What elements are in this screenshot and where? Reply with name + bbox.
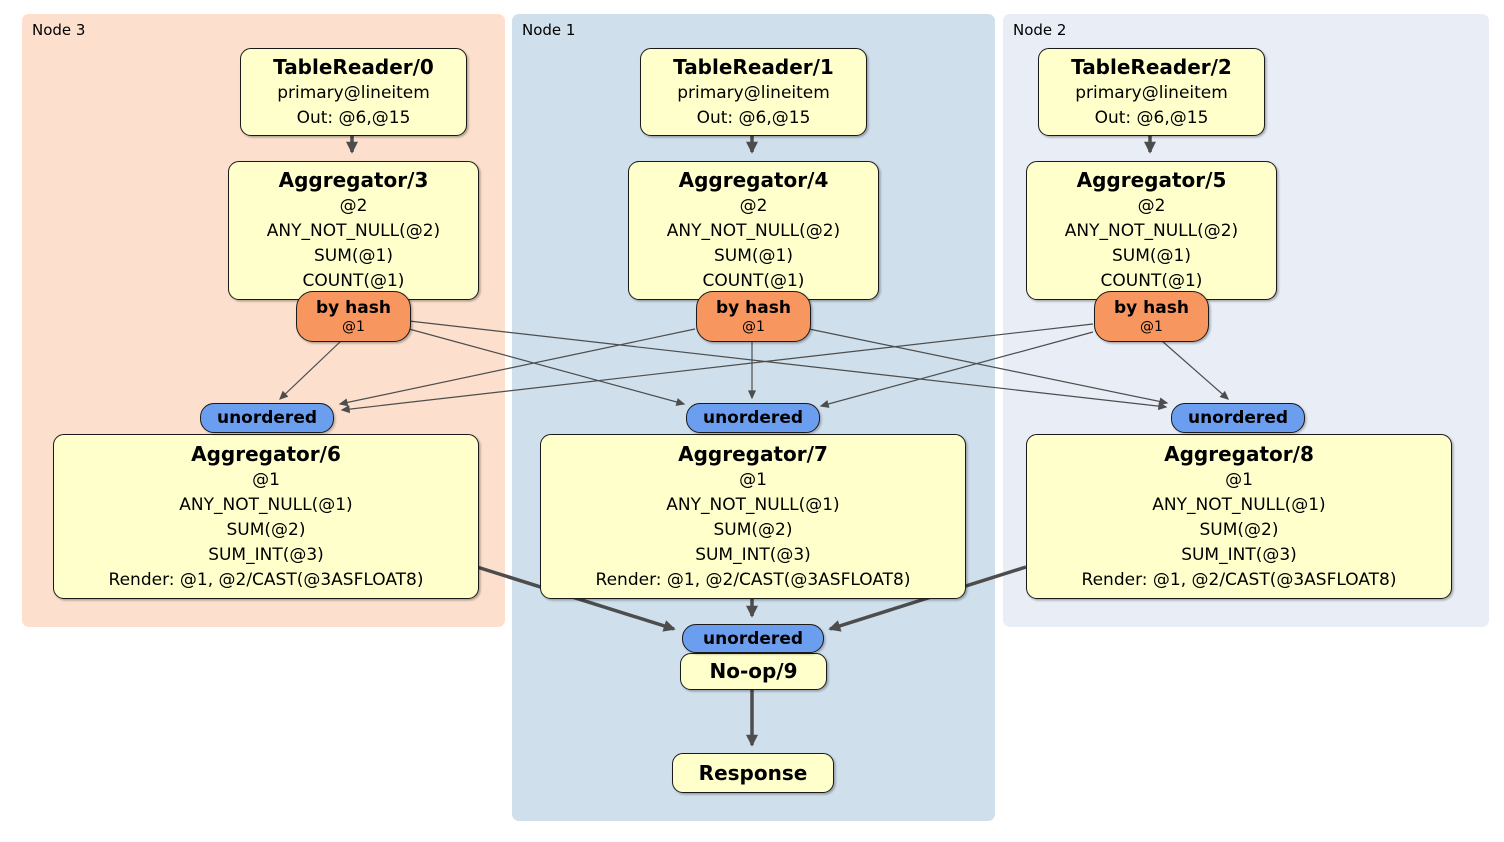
processor-detail: @1	[252, 469, 280, 490]
processor-detail: ANY_NOT_NULL(@2)	[1064, 221, 1239, 241]
processor-detail: ANY_NOT_NULL(@2)	[266, 221, 441, 241]
processor-detail: @2	[739, 196, 768, 216]
processor-detail: @1	[739, 469, 767, 490]
processor-title: No-op/9	[709, 659, 798, 683]
processor-tablereader-0: TableReader/0 primary@lineitem Out: @6,@…	[240, 48, 467, 136]
processor-detail: SUM_INT(@3)	[695, 544, 811, 565]
processor-tablereader-1: TableReader/1 primary@lineitem Out: @6,@…	[640, 48, 867, 136]
processor-detail: SUM(@2)	[713, 519, 793, 540]
processor-detail: primary@lineitem	[677, 82, 830, 103]
stream-unordered-9: unordered	[682, 624, 824, 653]
processor-detail: @2	[339, 196, 368, 216]
stream-unordered-8: unordered	[1171, 403, 1305, 433]
stream-label: unordered	[216, 408, 318, 428]
processor-detail: COUNT(@1)	[702, 271, 805, 291]
processor-detail: SUM(@2)	[226, 519, 306, 540]
processor-detail: SUM(@1)	[1112, 246, 1191, 266]
processor-title: Aggregator/3	[278, 168, 429, 192]
processor-detail: ANY_NOT_NULL(@2)	[666, 221, 841, 241]
processor-detail: Render: @1, @2/CAST(@3ASFLOAT8)	[1081, 569, 1397, 590]
processor-detail: Out: @6,@15	[1094, 107, 1209, 128]
node-3-label: Node 3	[32, 21, 86, 39]
processor-detail: primary@lineitem	[1075, 82, 1228, 103]
processor-aggregator-6: Aggregator/6 @1 ANY_NOT_NULL(@1) SUM(@2)…	[53, 434, 479, 599]
router-columns: @1	[1140, 319, 1163, 335]
processor-aggregator-4: Aggregator/4 @2 ANY_NOT_NULL(@2) SUM(@1)…	[628, 161, 879, 300]
router-label: by hash	[1114, 298, 1189, 318]
processor-detail: SUM(@1)	[714, 246, 793, 266]
router-columns: @1	[342, 319, 365, 335]
processor-title: TableReader/1	[673, 54, 834, 79]
processor-title: Aggregator/7	[678, 441, 828, 466]
processor-tablereader-2: TableReader/2 primary@lineitem Out: @6,@…	[1038, 48, 1265, 136]
processor-detail: @2	[1137, 196, 1166, 216]
processor-detail: Out: @6,@15	[296, 107, 411, 128]
processor-detail: Out: @6,@15	[696, 107, 811, 128]
processor-title: Aggregator/4	[678, 168, 829, 192]
processor-detail: COUNT(@1)	[302, 271, 405, 291]
processor-detail: ANY_NOT_NULL(@1)	[179, 494, 353, 515]
router-byhash-3: by hash @1	[296, 291, 411, 342]
stream-label: unordered	[702, 628, 804, 649]
node-2-label: Node 2	[1013, 21, 1067, 39]
stream-label: unordered	[1187, 408, 1289, 428]
processor-detail: Render: @1, @2/CAST(@3ASFLOAT8)	[108, 569, 424, 590]
router-label: by hash	[316, 298, 391, 318]
router-byhash-4: by hash @1	[696, 291, 811, 342]
router-columns: @1	[742, 319, 765, 335]
processor-title: TableReader/0	[273, 54, 434, 79]
processor-aggregator-3: Aggregator/3 @2 ANY_NOT_NULL(@2) SUM(@1)…	[228, 161, 479, 300]
processor-title: Aggregator/8	[1164, 441, 1314, 466]
processor-title: Aggregator/5	[1076, 168, 1227, 192]
stream-unordered-6: unordered	[200, 403, 334, 433]
processor-detail: Render: @1, @2/CAST(@3ASFLOAT8)	[595, 569, 911, 590]
processor-aggregator-7: Aggregator/7 @1 ANY_NOT_NULL(@1) SUM(@2)…	[540, 434, 966, 599]
stream-unordered-7: unordered	[686, 403, 820, 433]
processor-detail: SUM_INT(@3)	[1181, 544, 1297, 565]
processor-detail: SUM(@2)	[1199, 519, 1279, 540]
processor-noop-9: No-op/9	[680, 653, 827, 690]
processor-detail: ANY_NOT_NULL(@1)	[666, 494, 840, 515]
processor-detail: SUM(@1)	[314, 246, 393, 266]
processor-response: Response	[672, 753, 834, 793]
processor-title: TableReader/2	[1071, 54, 1232, 79]
processor-detail: SUM_INT(@3)	[208, 544, 324, 565]
processor-detail: ANY_NOT_NULL(@1)	[1152, 494, 1326, 515]
stream-label: unordered	[702, 408, 804, 428]
processor-aggregator-5: Aggregator/5 @2 ANY_NOT_NULL(@2) SUM(@1)…	[1026, 161, 1277, 300]
node-1-label: Node 1	[522, 21, 576, 39]
processor-title: Aggregator/6	[191, 441, 341, 466]
processor-aggregator-8: Aggregator/8 @1 ANY_NOT_NULL(@1) SUM(@2)…	[1026, 434, 1452, 599]
router-label: by hash	[716, 298, 791, 318]
processor-detail: primary@lineitem	[277, 82, 430, 103]
processor-detail: COUNT(@1)	[1100, 271, 1203, 291]
router-byhash-5: by hash @1	[1094, 291, 1209, 342]
processor-title: Response	[698, 760, 808, 785]
processor-detail: @1	[1225, 469, 1253, 490]
